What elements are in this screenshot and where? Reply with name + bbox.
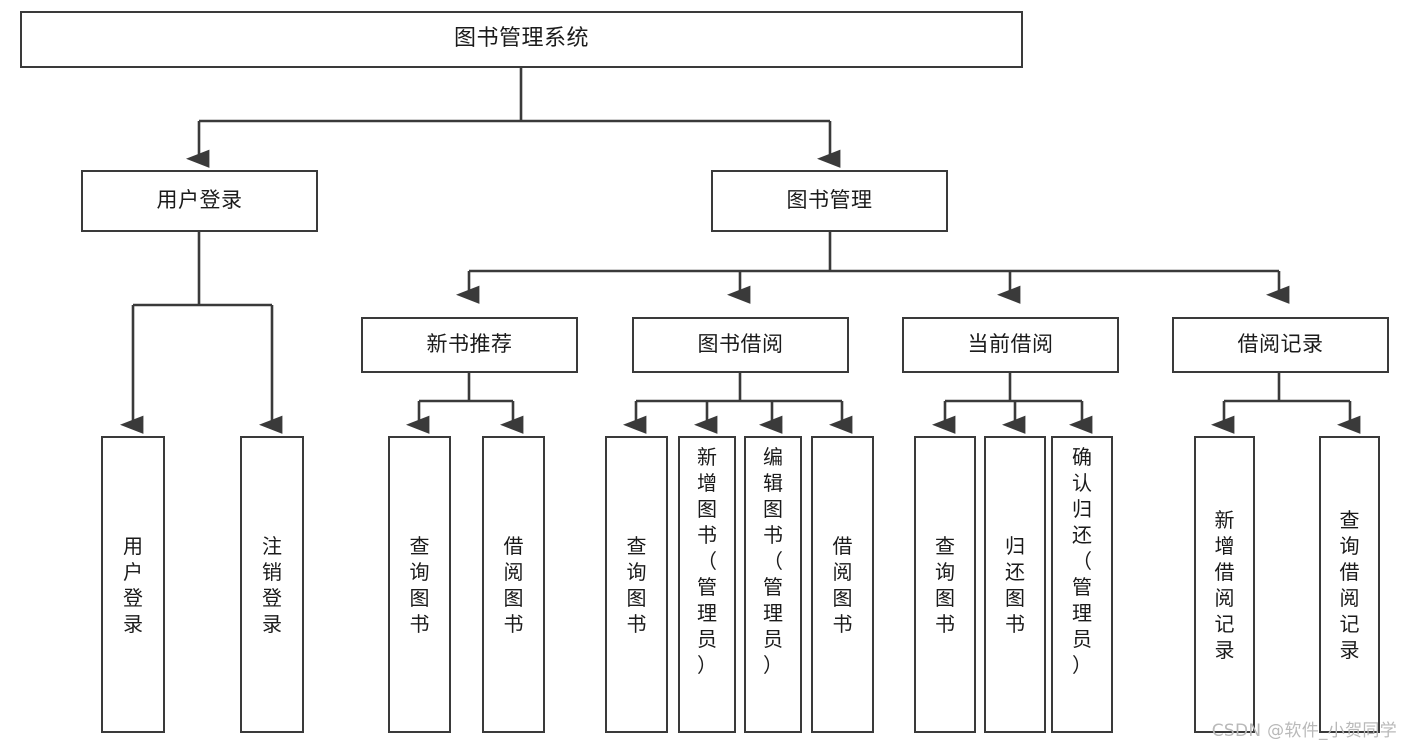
node-label: 新书推荐 <box>426 332 513 357</box>
node-label: 查 询 借 阅 记 录 <box>1339 507 1360 662</box>
leaf-query-book-1[interactable]: 查 询 图 书 <box>388 436 451 733</box>
leaf-add-record[interactable]: 新 增 借 阅 记 录 <box>1194 436 1255 733</box>
node-label: 借阅记录 <box>1237 332 1324 357</box>
node-borrow-record[interactable]: 借阅记录 <box>1172 317 1389 373</box>
node-label: 查 询 图 书 <box>409 533 430 636</box>
node-book-manage[interactable]: 图书管理 <box>711 170 948 232</box>
node-label: 归 还 图 书 <box>1005 533 1025 636</box>
node-label: 新 增 图 书 （ 管 理 员 ） <box>697 445 717 677</box>
csdn-watermark: CSDN @软件_小贺同学 <box>1211 721 1397 741</box>
leaf-borrow-book-2[interactable]: 借 阅 图 书 <box>811 436 874 733</box>
leaf-borrow-book-1[interactable]: 借 阅 图 书 <box>482 436 545 733</box>
node-root-system[interactable]: 图书管理系统 <box>20 11 1023 68</box>
node-user-login[interactable]: 用户登录 <box>81 170 318 232</box>
node-label: 借 阅 图 书 <box>832 533 853 636</box>
node-label: 确 认 归 还 （ 管 理 员 ） <box>1072 445 1092 677</box>
leaf-edit-book[interactable]: 编 辑 图 书 （ 管 理 员 ） <box>744 436 802 733</box>
node-label: 用户登录 <box>156 188 243 213</box>
leaf-confirm-return[interactable]: 确 认 归 还 （ 管 理 员 ） <box>1051 436 1113 733</box>
leaf-logout-login[interactable]: 注 销 登 录 <box>240 436 304 733</box>
node-label: 查 询 图 书 <box>626 533 647 636</box>
node-label: 图书管理系统 <box>453 26 589 52</box>
leaf-user-login[interactable]: 用 户 登 录 <box>101 436 165 733</box>
leaf-query-book-2[interactable]: 查 询 图 书 <box>605 436 668 733</box>
leaf-add-book[interactable]: 新 增 图 书 （ 管 理 员 ） <box>678 436 736 733</box>
node-label: 图书借阅 <box>697 332 784 357</box>
node-book-borrow[interactable]: 图书借阅 <box>632 317 849 373</box>
node-label: 用 户 登 录 <box>123 533 143 636</box>
node-label: 编 辑 图 书 （ 管 理 员 ） <box>763 445 783 677</box>
node-current-borrow[interactable]: 当前借阅 <box>902 317 1119 373</box>
leaf-query-record[interactable]: 查 询 借 阅 记 录 <box>1319 436 1380 733</box>
node-new-book-recommend[interactable]: 新书推荐 <box>361 317 578 373</box>
leaf-query-book-3[interactable]: 查 询 图 书 <box>914 436 976 733</box>
node-label: 注 销 登 录 <box>262 533 282 636</box>
leaf-return-book[interactable]: 归 还 图 书 <box>984 436 1046 733</box>
node-label: 查 询 图 书 <box>935 533 955 636</box>
node-label: 新 增 借 阅 记 录 <box>1214 507 1235 662</box>
node-label: 图书管理 <box>786 188 873 213</box>
node-label: 借 阅 图 书 <box>503 533 524 636</box>
node-label: 当前借阅 <box>967 332 1054 357</box>
